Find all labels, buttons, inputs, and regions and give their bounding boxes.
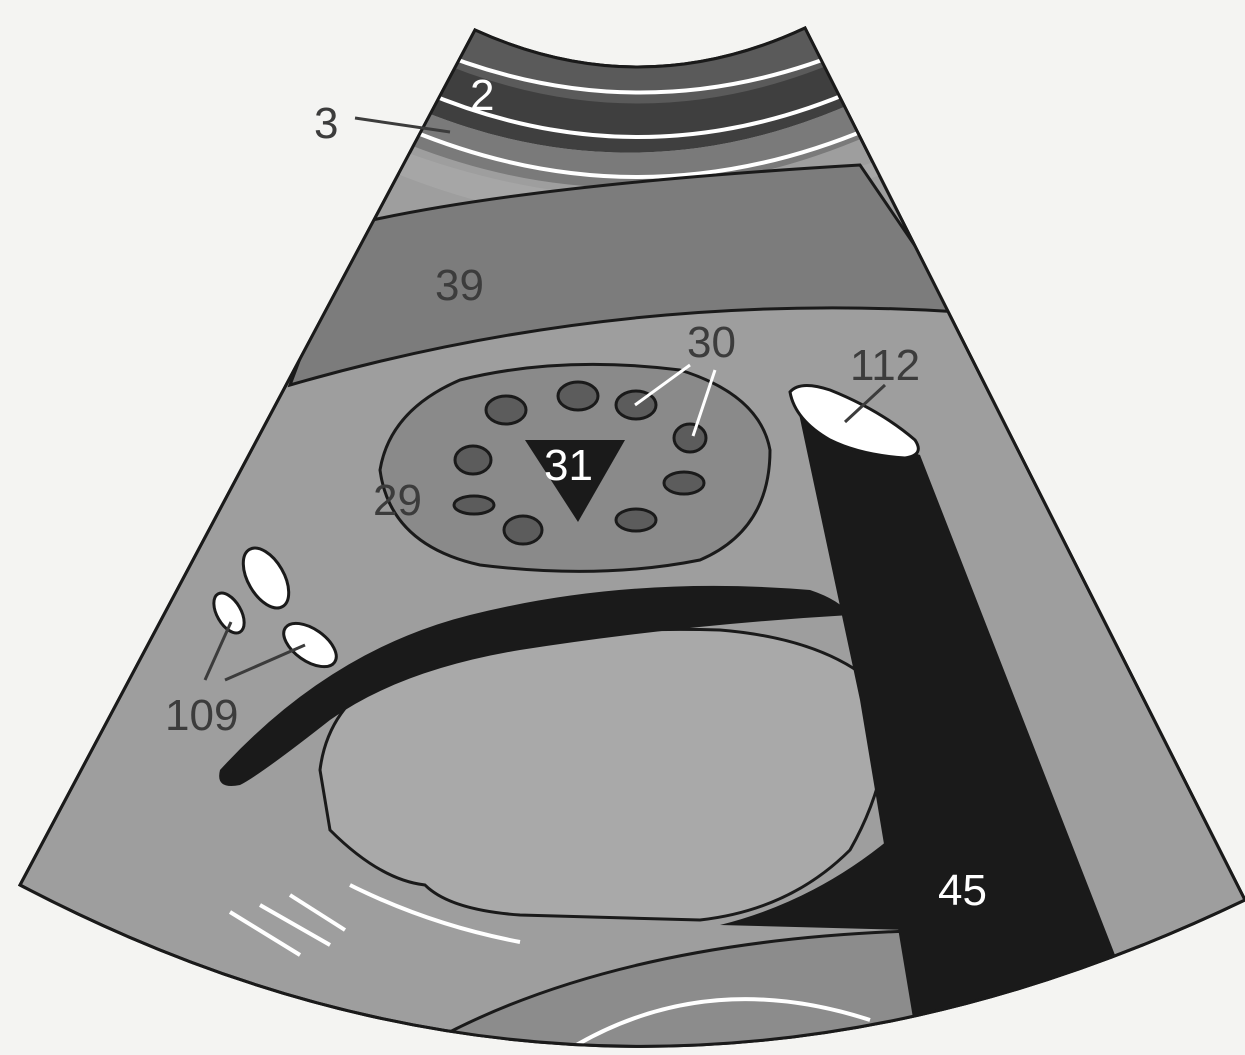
lobule-dot xyxy=(504,516,542,544)
lobule-dot xyxy=(455,446,491,474)
lobule-dot xyxy=(486,396,526,424)
label-30: 30 xyxy=(687,318,736,367)
label-2: 2 xyxy=(470,71,494,120)
label-39: 39 xyxy=(435,261,484,310)
label-109: 109 xyxy=(165,691,238,740)
lobule-dot xyxy=(454,496,494,514)
label-3: 3 xyxy=(314,99,338,148)
label-29: 29 xyxy=(373,476,422,525)
lobule-dot xyxy=(664,472,704,494)
lobule-dot xyxy=(674,424,706,452)
label-45: 45 xyxy=(938,866,987,915)
label-31: 31 xyxy=(544,441,593,490)
label-112: 112 xyxy=(850,341,920,390)
lobule-dot xyxy=(616,509,656,531)
lobule-dot xyxy=(558,382,598,410)
